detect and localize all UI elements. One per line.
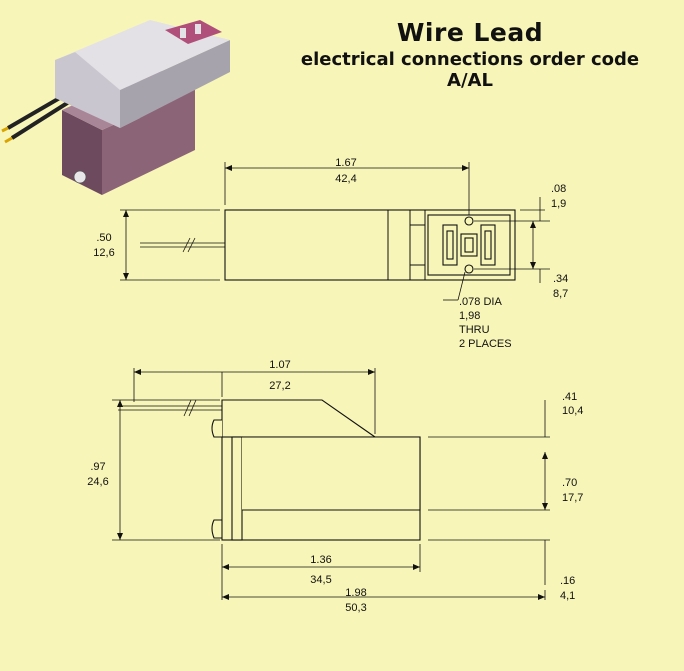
dim-length-in: 1.67	[335, 157, 356, 169]
dim-hole-offset-in: .08	[551, 183, 566, 195]
hole-callout-1: .078 DIA	[459, 296, 502, 308]
hole-callout-3: THRU	[459, 324, 490, 336]
dim-height-in: .50	[96, 232, 111, 244]
dim-length-mm: 42,4	[335, 173, 356, 185]
page-subtitle: electrical connections order code A/AL	[300, 49, 640, 91]
dim-height-mm: 12,6	[93, 247, 114, 259]
dim-bottom-mm: 4,1	[560, 590, 575, 602]
dim-overall-height-in: .97	[90, 461, 105, 473]
hole-callout-2: 1,98	[459, 310, 480, 322]
dim-body-length-in: 1.36	[310, 554, 331, 566]
page-title: Wire Lead	[396, 18, 544, 47]
dim-step-in: .41	[562, 391, 577, 403]
dim-body-height-in: .70	[562, 477, 577, 489]
hole-callout-4: 2 PLACES	[459, 338, 512, 350]
dim-hole-spacing-in: .34	[553, 273, 568, 285]
title-block: Wire Lead electrical connections order c…	[300, 18, 640, 91]
dim-step-mm: 10,4	[562, 405, 583, 417]
dim-upper-length-in: 1.07	[269, 359, 290, 371]
mounting-hole	[464, 264, 474, 274]
dim-overall-height-mm: 24,6	[87, 476, 108, 488]
dim-hole-spacing-mm: 8,7	[553, 288, 568, 300]
dim-overall-length-mm: 50,3	[345, 602, 366, 614]
dim-upper-length-mm: 27,2	[269, 380, 290, 392]
mounting-hole	[464, 216, 474, 226]
dim-bottom-in: .16	[560, 575, 575, 587]
dim-body-height-mm: 17,7	[562, 492, 583, 504]
dim-hole-offset-mm: 1,9	[551, 198, 566, 210]
dim-overall-length-in: 1.98	[345, 587, 366, 599]
dim-body-length-mm: 34,5	[310, 574, 331, 586]
